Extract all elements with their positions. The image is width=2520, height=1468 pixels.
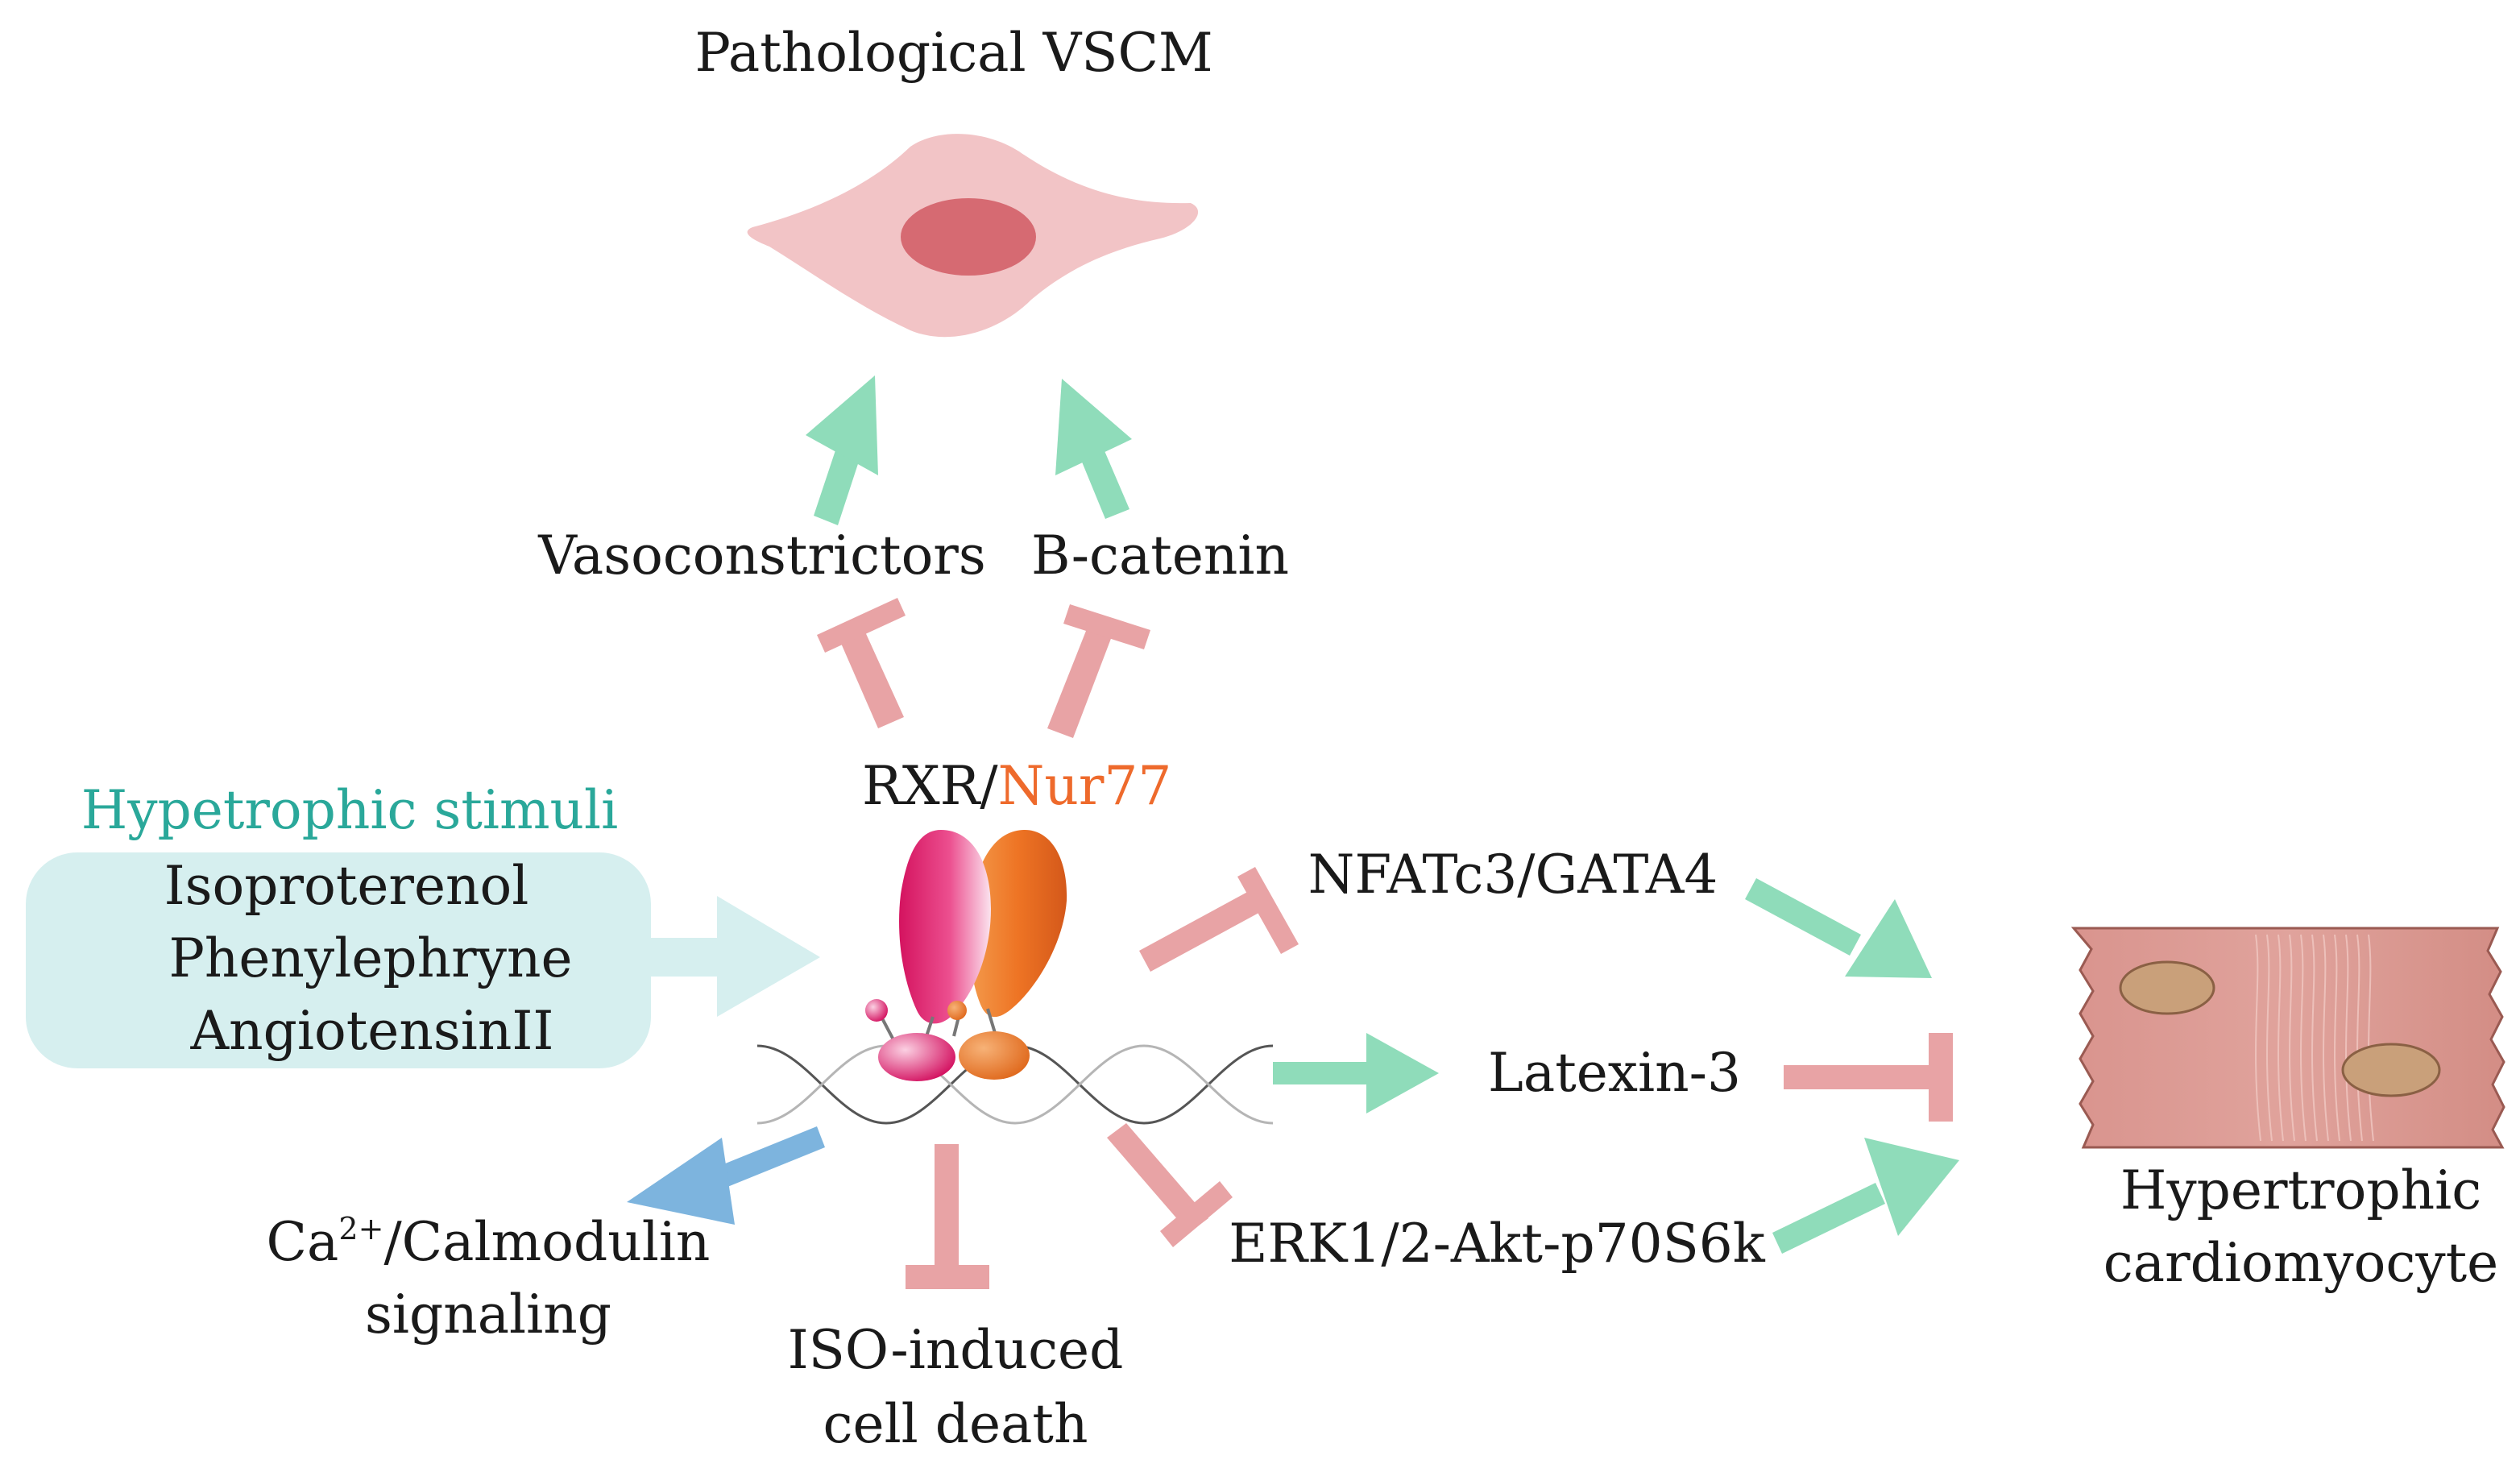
ca-prefix: Ca <box>267 1211 339 1273</box>
rxr-nur77-complex <box>865 830 1067 1081</box>
vscm-nucleus <box>901 198 1036 276</box>
inhibit-iso-cell-death <box>906 1144 989 1289</box>
nur77-small-bead <box>947 1001 967 1020</box>
cardiomyocyte-body <box>2070 927 2505 1149</box>
stimulus-angiotensinii: AngiotensinII <box>190 1000 554 1062</box>
nfatc3-gata4-label: NFATc3/GATA4 <box>1308 844 1718 906</box>
ca-suffix: /Calmodulin <box>383 1211 710 1273</box>
stimulus-phenylephryne: Phenylephryne <box>168 927 572 989</box>
nur77-dbd <box>959 1031 1030 1080</box>
b-catenin-label: B-catenin <box>1031 525 1289 587</box>
arrow-nur77-to-calmodulin <box>627 1126 825 1225</box>
inhibit-vasoconstrictors <box>817 598 906 728</box>
arrow-nfatc3-to-cardiomyocyte <box>1745 878 1932 978</box>
stimulus-isoproterenol: Isoproterenol <box>164 855 529 917</box>
arrow-nur77-to-latexin3 <box>1273 1033 1439 1113</box>
rxr-nur77-label: RXR/Nur77 <box>862 755 1171 817</box>
cardiomyocyte-striations <box>2255 934 2374 1142</box>
stimuli-box <box>26 852 651 1068</box>
arrow-bcatenin-to-vscm <box>1055 379 1132 519</box>
inhibit-erk-akt <box>1107 1123 1233 1247</box>
rxr-small-bead <box>865 999 888 1022</box>
latexin-3-label: Latexin-3 <box>1488 1042 1741 1104</box>
rxr-dbd <box>878 1033 955 1081</box>
ca-superscript: 2+ <box>338 1211 383 1246</box>
rxr-text: RXR/ <box>862 755 998 817</box>
cardiomyocyte-nucleus-2 <box>2341 1043 2441 1097</box>
dna-strand-2 <box>756 1044 1274 1125</box>
calmodulin-label-line1: Ca2+/Calmodulin <box>267 1211 711 1273</box>
erk-akt-p70s6k-label: ERK1/2-Akt-p70S6k <box>1229 1213 1766 1275</box>
iso-induced-label-line1: ISO-induced <box>788 1319 1124 1381</box>
arrow-vasoconstrictors-to-vscm <box>806 375 878 525</box>
arrow-stimuli-to-nur77 <box>636 896 820 1017</box>
arrow-erk-to-cardiomyocyte <box>1772 1138 1959 1254</box>
cardiomyocyte <box>2070 927 2505 1149</box>
inhibit-nfatc3-gata4 <box>1139 867 1299 972</box>
vasoconstrictors-label: Vasoconstrictors <box>537 525 985 587</box>
inhibit-b-catenin <box>1047 604 1150 738</box>
hypertrophic-cardiomyocyte-line2: cardiomyocyte <box>2103 1232 2498 1294</box>
pathological-vscm-label: Pathological VSCM <box>694 22 1212 84</box>
inhibit-latexin3-to-cardiomyocyte <box>1784 1033 1953 1122</box>
iso-induced-label-line2: cell death <box>823 1393 1088 1455</box>
vscm-cell <box>747 134 1199 338</box>
hypertrophic-cardiomyocyte-line1: Hypertrophic <box>2120 1159 2481 1221</box>
hypertrophic-stimuli-title: Hypetrophic stimuli <box>81 779 619 841</box>
rxr-protein <box>899 830 991 1024</box>
nur77-protein <box>968 830 1067 1018</box>
calmodulin-label-line2: signaling <box>365 1283 611 1346</box>
nur77-text: Nur77 <box>998 755 1172 817</box>
cardiomyocyte-nucleus-1 <box>2119 960 2215 1015</box>
